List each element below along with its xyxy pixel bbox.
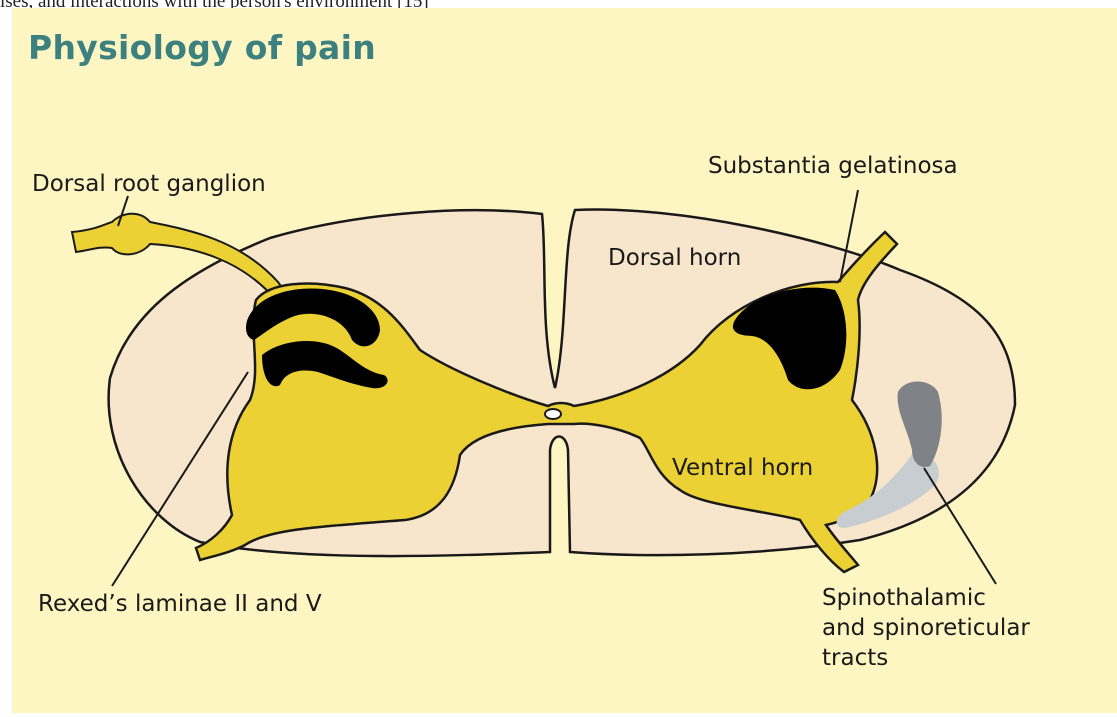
label-substantia-gelatinosa: Substantia gelatinosa (708, 152, 958, 181)
label-dorsal-horn: Dorsal horn (608, 244, 741, 273)
label-dorsal-root-ganglion: Dorsal root ganglion (32, 170, 266, 199)
label-tracts-line-3: tracts (822, 644, 888, 673)
label-tracts-line-1: Spinothalamic (822, 584, 986, 613)
label-tracts-line-2: and spinoreticular (822, 614, 1030, 643)
label-rexeds-laminae: Rexed’s laminae II and V (38, 590, 322, 619)
label-ventral-horn: Ventral horn (672, 454, 813, 483)
central-canal (545, 409, 561, 419)
